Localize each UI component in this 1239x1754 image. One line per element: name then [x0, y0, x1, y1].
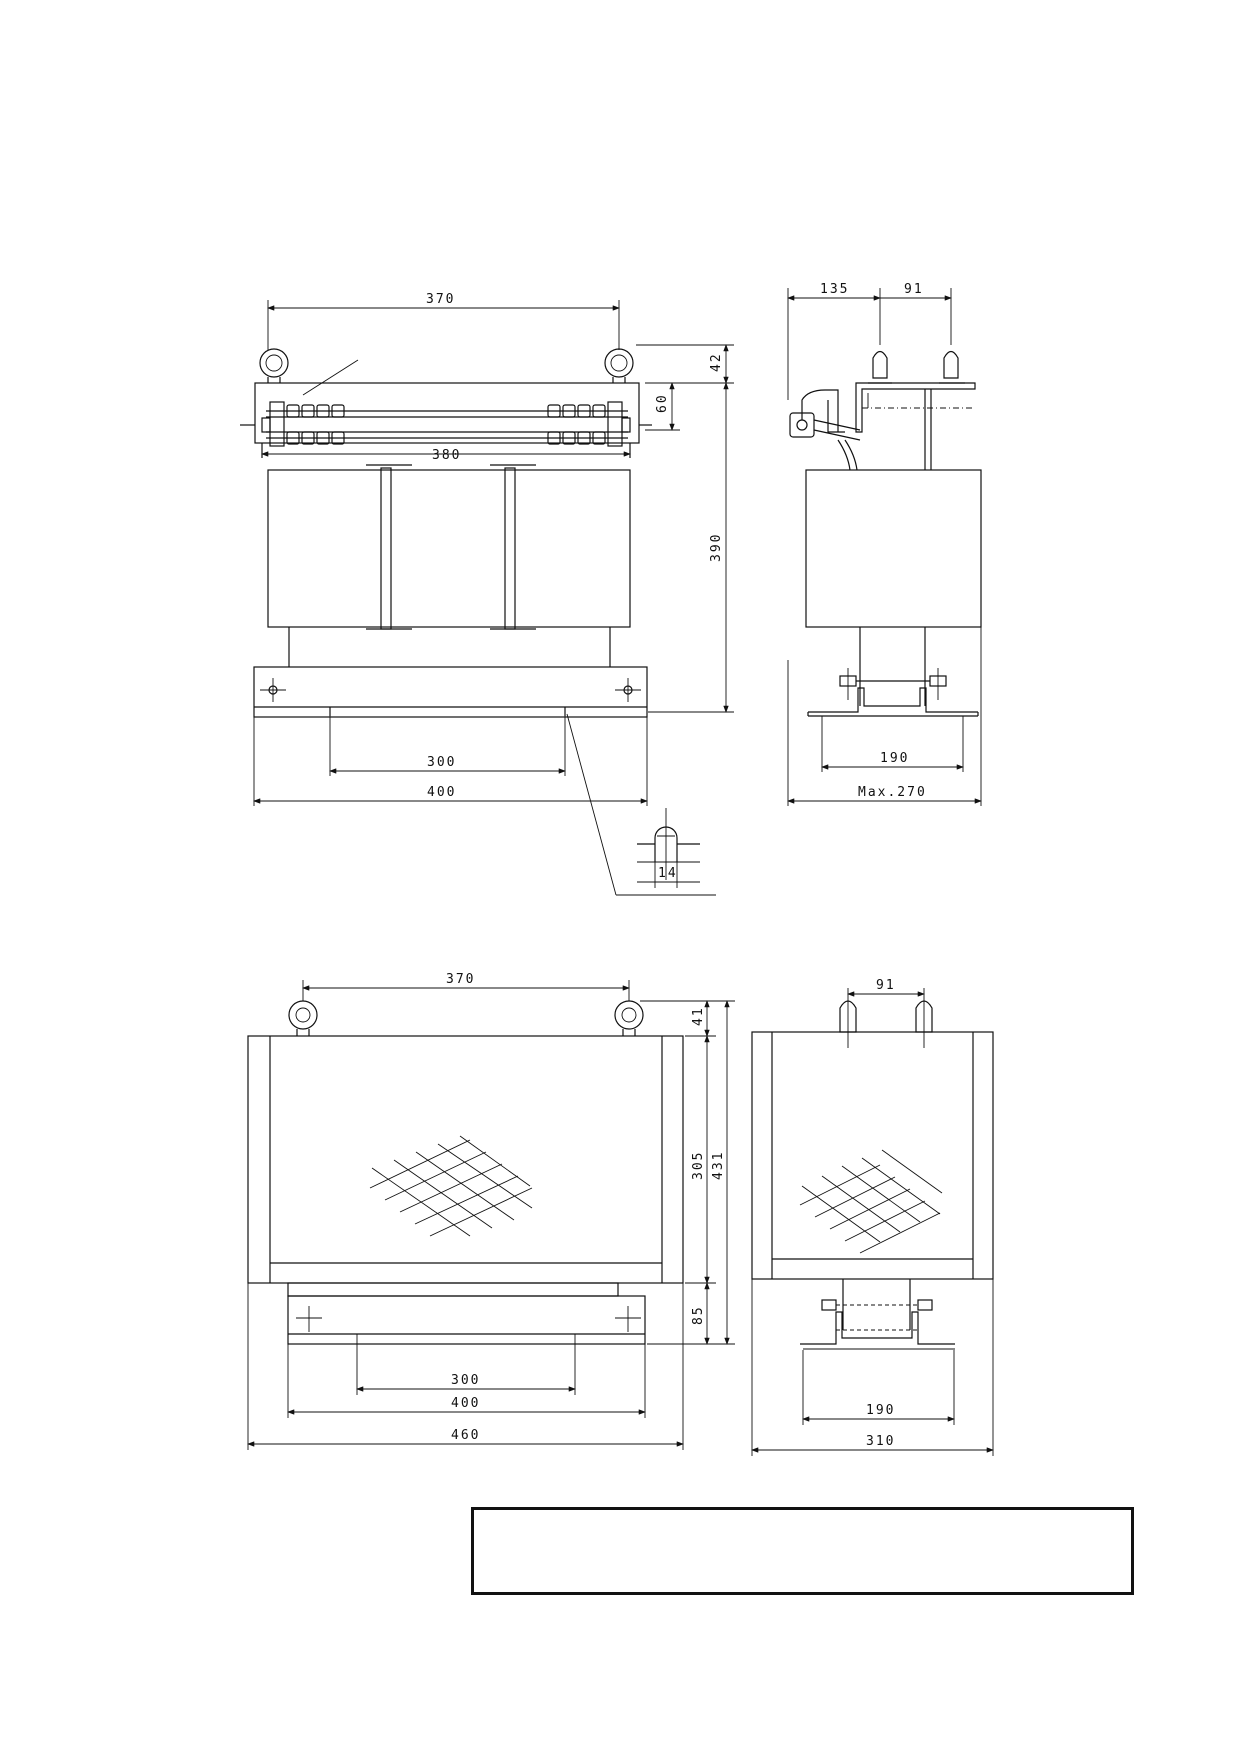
terminal-pin: [872, 350, 888, 379]
dim-max-270: Max.270: [858, 785, 927, 800]
dim-60: 60: [655, 393, 670, 413]
mounting-hole: [296, 1306, 322, 1332]
enclosure-body: [751, 1031, 994, 1280]
lifting-eye: [259, 348, 289, 383]
dim-380: 380: [432, 448, 461, 463]
dim-42: 42: [709, 352, 724, 372]
lifting-eye: [604, 348, 634, 383]
lifting-eye: [614, 1000, 644, 1036]
dim-300: 300: [451, 1373, 480, 1388]
dim-41: 41: [691, 1006, 706, 1026]
dim-370: 370: [426, 292, 455, 307]
dim-400: 400: [451, 1396, 480, 1411]
title-block: [471, 1507, 1134, 1595]
terminal-pin: [839, 1000, 857, 1033]
dim-190: 190: [880, 751, 909, 766]
dim-300: 300: [427, 755, 456, 770]
top-front-view: 380 370 300: [240, 292, 734, 896]
dim-305: 305: [691, 1151, 706, 1180]
dim-390: 390: [709, 533, 724, 562]
dim-460: 460: [451, 1428, 480, 1443]
base-plate: [287, 1295, 646, 1345]
dim-85: 85: [691, 1305, 706, 1325]
slot-detail: 14: [566, 713, 716, 896]
top-frame: [254, 382, 640, 444]
coil-body: [267, 469, 631, 628]
terminal-block: [240, 359, 652, 447]
dim-14: 14: [658, 866, 678, 881]
bottom-front-view: 370 41 305 85 431 300 400 460: [247, 972, 735, 1450]
bottom-side-view: 91 190 310: [751, 978, 994, 1456]
lifting-eye: [288, 1000, 318, 1036]
dim-310: 310: [866, 1434, 895, 1449]
dim-190: 190: [866, 1403, 895, 1418]
dim-370: 370: [446, 972, 475, 987]
mounting-hole: [615, 678, 641, 702]
ventilation-mesh: [799, 1149, 943, 1254]
base-plate: [253, 666, 648, 718]
mounting-hole: [615, 1306, 641, 1332]
dim-400: 400: [427, 785, 456, 800]
terminal-pin: [943, 350, 959, 379]
dim-91: 91: [876, 978, 896, 993]
dim-91: 91: [904, 282, 924, 297]
ventilation-mesh: [369, 1135, 533, 1237]
dim-135: 135: [820, 282, 849, 297]
top-side-view: 135 91 190 Max.270: [787, 282, 982, 806]
dim-431: 431: [711, 1151, 726, 1180]
terminal-pin: [915, 1000, 933, 1033]
enclosure-body: [247, 1035, 684, 1284]
coil-body: [805, 469, 982, 628]
mounting-hole: [260, 678, 286, 702]
